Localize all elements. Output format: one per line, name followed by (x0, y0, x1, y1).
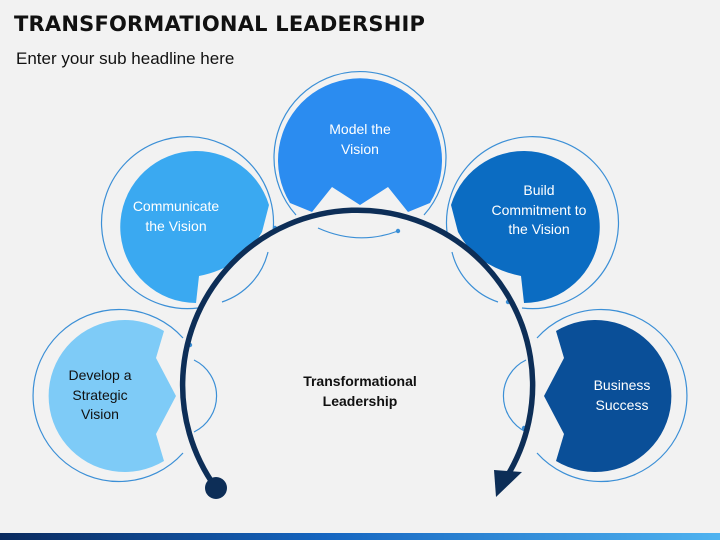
node-shape (48, 320, 177, 472)
node-build-commitment (445, 136, 620, 310)
node-outline (273, 70, 447, 216)
node-inner-arc (221, 251, 269, 303)
node-model-vision (273, 70, 447, 239)
page-subtitle: Enter your sub headline here (16, 49, 235, 68)
node-shape (451, 151, 600, 303)
node-inner-arc (193, 359, 218, 433)
page-title: TRANSFORMATIONAL LEADERSHIP (14, 12, 426, 36)
bottom-accent-bar (0, 533, 720, 540)
cycle-arrow-head (494, 470, 522, 497)
node-develop-strategic-vision (32, 308, 218, 483)
node-inner-arc (451, 251, 499, 303)
node-shape (120, 151, 269, 303)
node-shape (277, 78, 442, 212)
node-label-business-success: Business Success (593, 377, 651, 413)
node-label-model-vision: Model the Vision (329, 121, 391, 157)
cycle-arrow (179, 207, 536, 499)
center-label: Transformational Leadership (303, 373, 417, 409)
node-label-communicate-vision: Communicate the Vision (132, 198, 220, 234)
node-label-build-commitment: Build Commitment to the Vision (491, 182, 587, 237)
cycle-arrow-arc (179, 207, 536, 491)
node-label-develop-strategic-vision: Develop a Strategic Vision (68, 367, 132, 422)
node-shape (544, 320, 672, 472)
node-inner-arc (317, 227, 399, 239)
cycle-arrow-start-dot (205, 477, 227, 499)
node-outline (100, 136, 275, 310)
node-inner-arc (502, 359, 527, 433)
node-outline (32, 308, 184, 483)
node-outline (536, 308, 688, 483)
node-outline (445, 136, 620, 310)
node-business-success (502, 308, 688, 483)
